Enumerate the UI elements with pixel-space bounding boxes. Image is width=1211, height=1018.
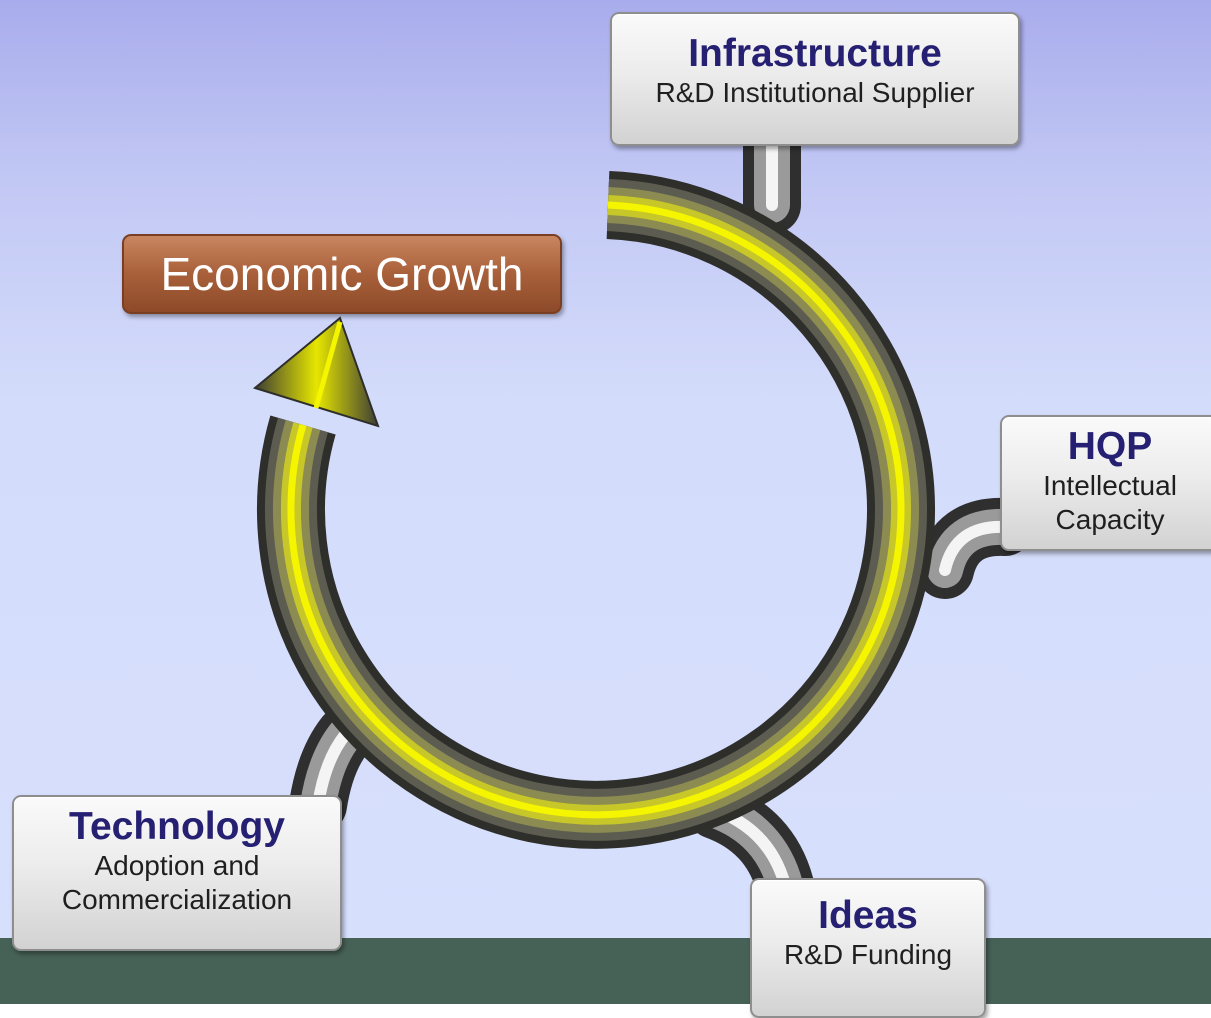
node-ideas-title: Ideas [818, 894, 918, 937]
node-technology-subtitle-line1: Adoption and [94, 850, 260, 881]
node-ideas-subtitle: R&D Funding [783, 939, 953, 970]
node-infrastructure: Infrastructure R&D Institutional Supplie… [610, 12, 1020, 146]
node-technology: Technology Adoption and Commercializatio… [12, 795, 342, 951]
node-infrastructure-title: Infrastructure [688, 32, 942, 75]
connector-hqp [916, 497, 1034, 599]
node-infrastructure-subtitle: R&D Institutional Supplier [655, 77, 975, 108]
node-technology-subtitle-line2: Commercialization [61, 884, 293, 915]
node-technology-title: Technology [69, 805, 285, 848]
node-hqp-subtitle-line2: Capacity [1055, 504, 1165, 535]
outcome-label: Economic Growth [160, 248, 524, 300]
cycle-arrowhead [252, 316, 380, 428]
node-hqp-title: HQP [1067, 425, 1153, 468]
node-ideas: Ideas R&D Funding [750, 878, 986, 1018]
node-hqp: HQP Intellectual Capacity [1000, 415, 1211, 551]
node-hqp-subtitle-line1: Intellectual [1043, 470, 1177, 501]
cycle-ring [256, 171, 935, 849]
outcome-economic-growth: Economic Growth [122, 234, 562, 314]
